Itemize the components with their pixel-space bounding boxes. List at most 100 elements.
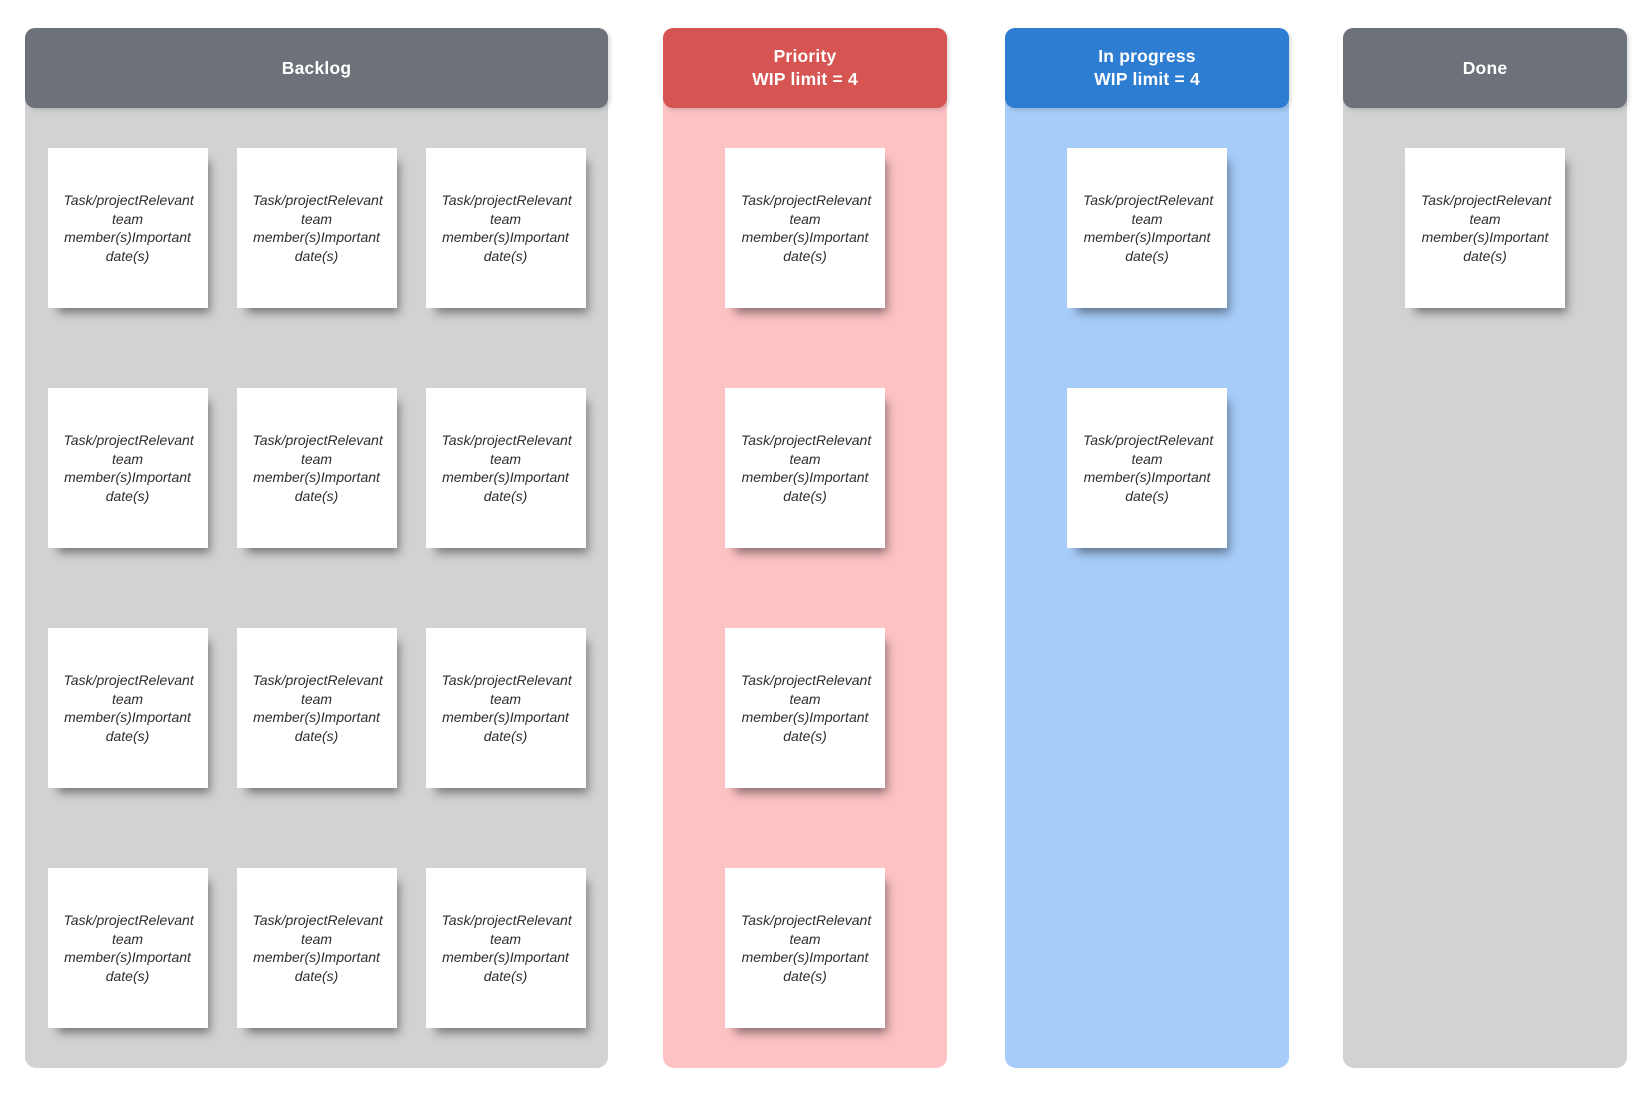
card-text-line: Important date(s) — [294, 229, 380, 264]
card-text-line: Important date(s) — [483, 469, 569, 504]
card-text-line: Important date(s) — [1463, 229, 1549, 264]
card-text-line: Important date(s) — [783, 949, 869, 984]
card[interactable]: Task/projectRelevant team member(s)Impor… — [1067, 148, 1227, 308]
card-text-line: Relevant team member(s) — [741, 912, 872, 965]
card[interactable]: Task/projectRelevant team member(s)Impor… — [236, 868, 397, 1028]
card-text-line: Task/project — [1083, 432, 1158, 448]
card-text-line: Task/project — [63, 432, 139, 448]
card-text: Task/projectRelevant team member(s)Impor… — [741, 911, 872, 985]
card[interactable]: Task/projectRelevant team member(s)Impor… — [725, 148, 885, 308]
card[interactable]: Task/projectRelevant team member(s)Impor… — [425, 628, 586, 788]
card[interactable]: Task/projectRelevant team member(s)Impor… — [47, 388, 208, 548]
card-list-in-progress: Task/projectRelevant team member(s)Impor… — [1005, 148, 1289, 548]
card-text-line: Task/project — [741, 192, 816, 208]
column-title-line: WIP limit = 4 — [752, 69, 858, 89]
card-text-line: Important date(s) — [105, 709, 191, 744]
card-text: Task/projectRelevant team member(s)Impor… — [63, 431, 194, 505]
card-text-line: Relevant team member(s) — [253, 912, 383, 965]
card-text: Task/projectRelevant team member(s)Impor… — [741, 191, 871, 265]
card[interactable]: Task/projectRelevant team member(s)Impor… — [425, 388, 586, 548]
card-text-line: Important date(s) — [105, 229, 191, 264]
card-text-line: Relevant team member(s) — [442, 432, 572, 485]
card-text-line: Relevant team member(s) — [741, 432, 872, 485]
card-text-line: Task/project — [252, 192, 328, 208]
card-text-line: Important date(s) — [105, 949, 191, 984]
card-text-line: Relevant team member(s) — [1421, 192, 1552, 245]
card-text-line: Relevant team member(s) — [442, 192, 572, 245]
card-text-line: Relevant team member(s) — [1083, 192, 1214, 245]
card-text-line: Task/project — [441, 912, 517, 928]
card-text-line: Task/project — [252, 432, 328, 448]
card[interactable]: Task/projectRelevant team member(s)Impor… — [725, 628, 885, 788]
card-text-line: Task/project — [63, 912, 139, 928]
card[interactable]: Task/projectRelevant team member(s)Impor… — [1067, 388, 1227, 548]
card[interactable]: Task/projectRelevant team member(s)Impor… — [47, 148, 208, 308]
card[interactable]: Task/projectRelevant team member(s)Impor… — [236, 628, 397, 788]
card-text-line: Task/project — [252, 912, 328, 928]
card-text: Task/projectRelevant team member(s)Impor… — [63, 911, 194, 985]
card[interactable]: Task/projectRelevant team member(s)Impor… — [425, 148, 586, 308]
card-text-line: Task/project — [63, 192, 139, 208]
card-text-line: Relevant team member(s) — [64, 672, 194, 725]
column-title-line: Priority — [773, 46, 837, 66]
card-text-line: Relevant team member(s) — [442, 912, 572, 965]
card-text-line: Task/project — [441, 672, 517, 688]
card-text: Task/projectRelevant team member(s)Impor… — [741, 431, 872, 505]
card-text-line: Important date(s) — [783, 229, 869, 264]
card-text-line: Task/project — [1421, 192, 1496, 208]
card-text-line: Task/project — [63, 672, 139, 688]
card-text: Task/projectRelevant team member(s)Impor… — [252, 911, 383, 985]
card-text-line: Important date(s) — [105, 469, 191, 504]
card-text-line: Important date(s) — [483, 229, 569, 264]
card-text-line: Task/project — [741, 432, 816, 448]
card-text-line: Relevant team member(s) — [1083, 432, 1214, 485]
card-text: Task/projectRelevant team member(s)Impor… — [252, 431, 383, 505]
card[interactable]: Task/projectRelevant team member(s)Impor… — [725, 868, 885, 1028]
card-text: Task/projectRelevant team member(s)Impor… — [441, 191, 572, 265]
card-text: Task/projectRelevant team member(s)Impor… — [63, 191, 194, 265]
card-text-line: Important date(s) — [483, 709, 569, 744]
card-text-line: Important date(s) — [783, 469, 869, 504]
column-title-line: Done — [1462, 57, 1508, 78]
card[interactable]: Task/projectRelevant team member(s)Impor… — [1405, 148, 1565, 308]
card-text: Task/projectRelevant team member(s)Impor… — [1083, 431, 1214, 505]
card-text: Task/projectRelevant team member(s)Impor… — [252, 671, 383, 745]
card-text: Task/projectRelevant team member(s)Impor… — [441, 911, 572, 985]
card-text-line: Important date(s) — [1125, 229, 1211, 264]
card-text: Task/projectRelevant team member(s)Impor… — [1083, 191, 1214, 265]
card-text-line: Important date(s) — [783, 709, 869, 744]
card[interactable]: Task/projectRelevant team member(s)Impor… — [236, 148, 397, 308]
column-header-done: Done — [1343, 28, 1627, 108]
column-title-line: Backlog — [281, 57, 352, 78]
card[interactable]: Task/projectRelevant team member(s)Impor… — [725, 388, 885, 548]
card-text: Task/projectRelevant team member(s)Impor… — [252, 191, 383, 265]
card-text-line: Important date(s) — [483, 949, 569, 984]
card-text-line: Important date(s) — [294, 709, 380, 744]
card-text-line: Task/project — [1083, 192, 1158, 208]
card-text-line: Task/project — [441, 432, 517, 448]
card-text: Task/projectRelevant team member(s)Impor… — [741, 671, 871, 745]
card-text-line: Relevant team member(s) — [253, 432, 383, 485]
card-list-priority: Task/projectRelevant team member(s)Impor… — [663, 148, 947, 1028]
column-title-line: In progress — [1098, 46, 1196, 66]
card-text-line: Task/project — [252, 672, 328, 688]
card-list-done: Task/projectRelevant team member(s)Impor… — [1343, 148, 1627, 308]
card-text: Task/projectRelevant team member(s)Impor… — [1421, 191, 1552, 265]
card-text-line: Relevant team member(s) — [64, 912, 194, 965]
card-text-line: Relevant team member(s) — [64, 192, 194, 245]
card[interactable]: Task/projectRelevant team member(s)Impor… — [425, 868, 586, 1028]
card-text: Task/projectRelevant team member(s)Impor… — [63, 671, 194, 745]
column-header-backlog: Backlog — [25, 28, 608, 108]
card-text-line: Task/project — [441, 192, 517, 208]
card-text: Task/projectRelevant team member(s)Impor… — [441, 671, 572, 745]
card[interactable]: Task/projectRelevant team member(s)Impor… — [236, 388, 397, 548]
card-text-line: Important date(s) — [1125, 469, 1211, 504]
card-text-line: Task/project — [741, 912, 816, 928]
card-text-line: Relevant team member(s) — [64, 432, 194, 485]
card-text: Task/projectRelevant team member(s)Impor… — [441, 431, 572, 505]
card[interactable]: Task/projectRelevant team member(s)Impor… — [47, 628, 208, 788]
card[interactable]: Task/projectRelevant team member(s)Impor… — [47, 868, 208, 1028]
